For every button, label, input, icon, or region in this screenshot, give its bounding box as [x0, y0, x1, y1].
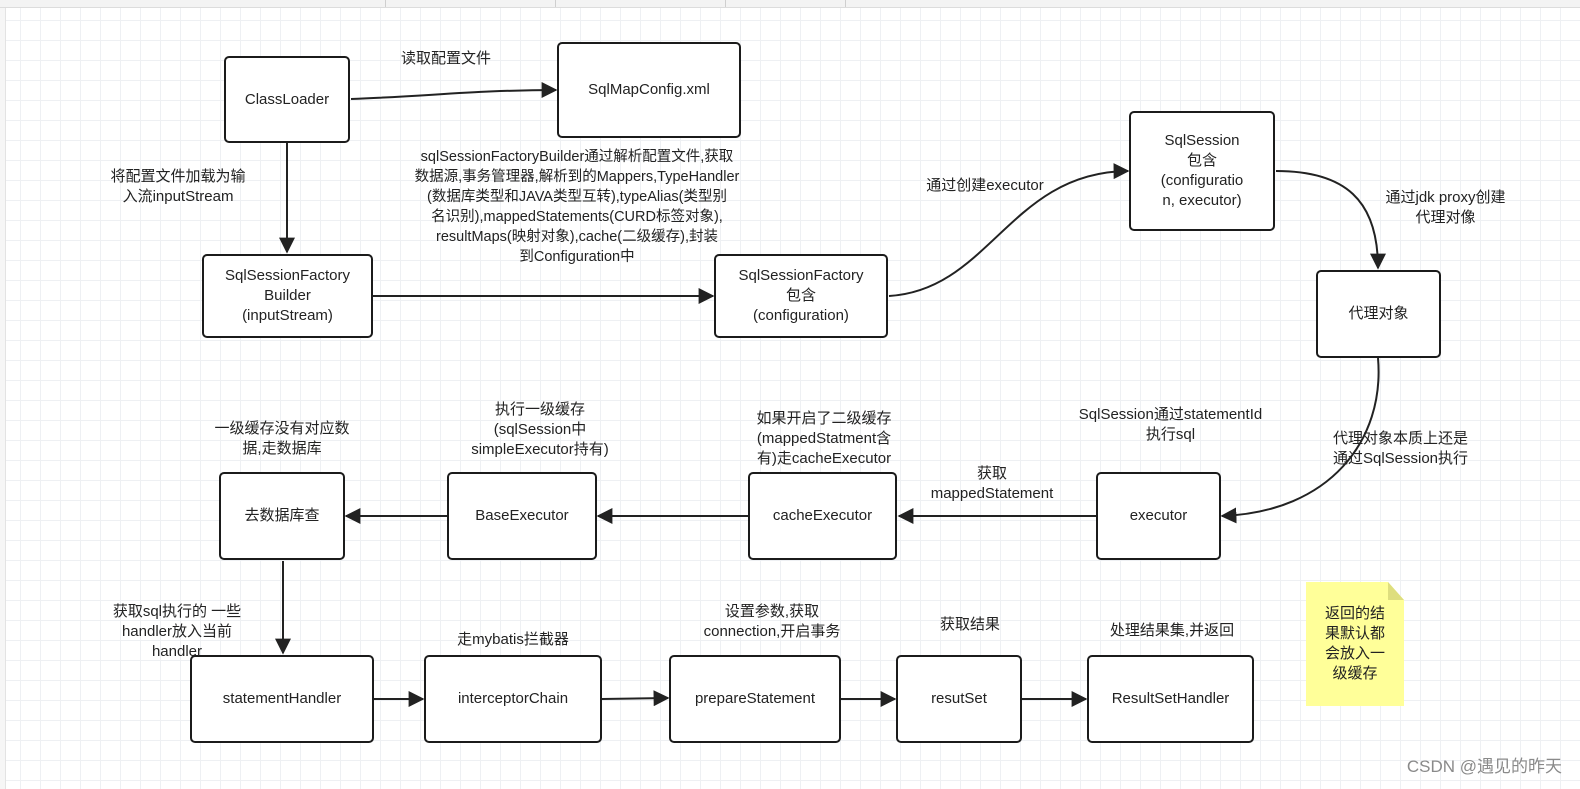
edge-factory-to-sqlsession	[888, 163, 1130, 297]
node-sqlsessionfactorybuilder[interactable]: SqlSessionFactory Builder (inputStream)	[202, 254, 373, 338]
label-read-config: 读取配置文件	[400, 50, 491, 67]
label-get-mappedstatement: 获取 mappedStatement	[930, 465, 1054, 502]
watermark: CSDN @遇见的昨天	[1406, 757, 1562, 776]
edge-sqlsession-to-proxy	[1275, 170, 1386, 270]
node-interceptorchain[interactable]: interceptorChain	[424, 655, 602, 743]
sticky-note[interactable]	[1306, 582, 1404, 706]
node-proxy-object[interactable]: 代理对象	[1316, 270, 1441, 358]
top-toolbar-strip	[0, 0, 1580, 8]
label-interceptor: 走mybatis拦截器	[457, 631, 569, 648]
node-executor[interactable]: executor	[1096, 472, 1221, 560]
node-resultsethandler[interactable]: ResultSetHandler	[1087, 655, 1254, 743]
node-preparestatement[interactable]: prepareStatement	[669, 655, 841, 743]
node-db-query[interactable]: 去数据库查	[219, 472, 345, 560]
node-sqlmapconfig[interactable]: SqlMapConfig.xml	[557, 42, 741, 138]
label-get-result: 获取结果	[939, 616, 1000, 633]
label-jdk-proxy: 通过jdk proxy创建 代理对像	[1385, 189, 1506, 226]
node-cacheexecutor[interactable]: cacheExecutor	[748, 472, 897, 560]
label-exec-sql: SqlSession通过statementId 执行sql	[1078, 406, 1263, 443]
label-no-first-cache: 一级缓存没有对应数 据,走数据库	[214, 420, 350, 457]
label-second-cache: 如果开启了二级缓存 (mappedStatment含 有)走cacheExecu…	[756, 410, 892, 467]
node-sqlsessionfactory[interactable]: SqlSessionFactory 包含 (configuration)	[714, 254, 888, 338]
label-handle-result: 处理结果集,并返回	[1109, 622, 1235, 639]
edge-classloader-to-sqlmapconfig	[350, 82, 558, 100]
node-baseexecutor[interactable]: BaseExecutor	[447, 472, 597, 560]
label-load-stream: 将配置文件加载为输 入流inputStream	[110, 168, 246, 205]
label-create-executor: 通过创建executor	[926, 177, 1044, 194]
label-get-handler: 获取sql执行的 一些 handler放入当前 handler	[112, 603, 242, 660]
label-proxy-essence: 代理对象本质上还是 通过SqlSession执行	[1332, 430, 1469, 467]
edge-interceptorchain-to-preparestatement	[601, 690, 670, 707]
label-first-cache: 执行一级缓存 (sqlSession中 simpleExecutor持有)	[471, 401, 609, 458]
node-resultset[interactable]: resutSet	[896, 655, 1022, 743]
left-gutter	[0, 8, 6, 789]
label-builder-desc: sqlSessionFactoryBuilder通过解析配置文件,获取 数据源,…	[414, 149, 740, 265]
node-sqlsession[interactable]: SqlSession 包含 (configuratio n, executor)	[1129, 111, 1275, 231]
edge-proxy-to-executor	[1220, 357, 1380, 524]
label-set-params: 设置参数,获取 connection,开启事务	[703, 603, 841, 640]
node-statementhandler[interactable]: statementHandler	[190, 655, 374, 743]
sticky-note-text: 返回的结 果默认都 会放入一 级缓存	[1324, 605, 1385, 682]
node-classloader[interactable]: ClassLoader	[224, 56, 350, 143]
